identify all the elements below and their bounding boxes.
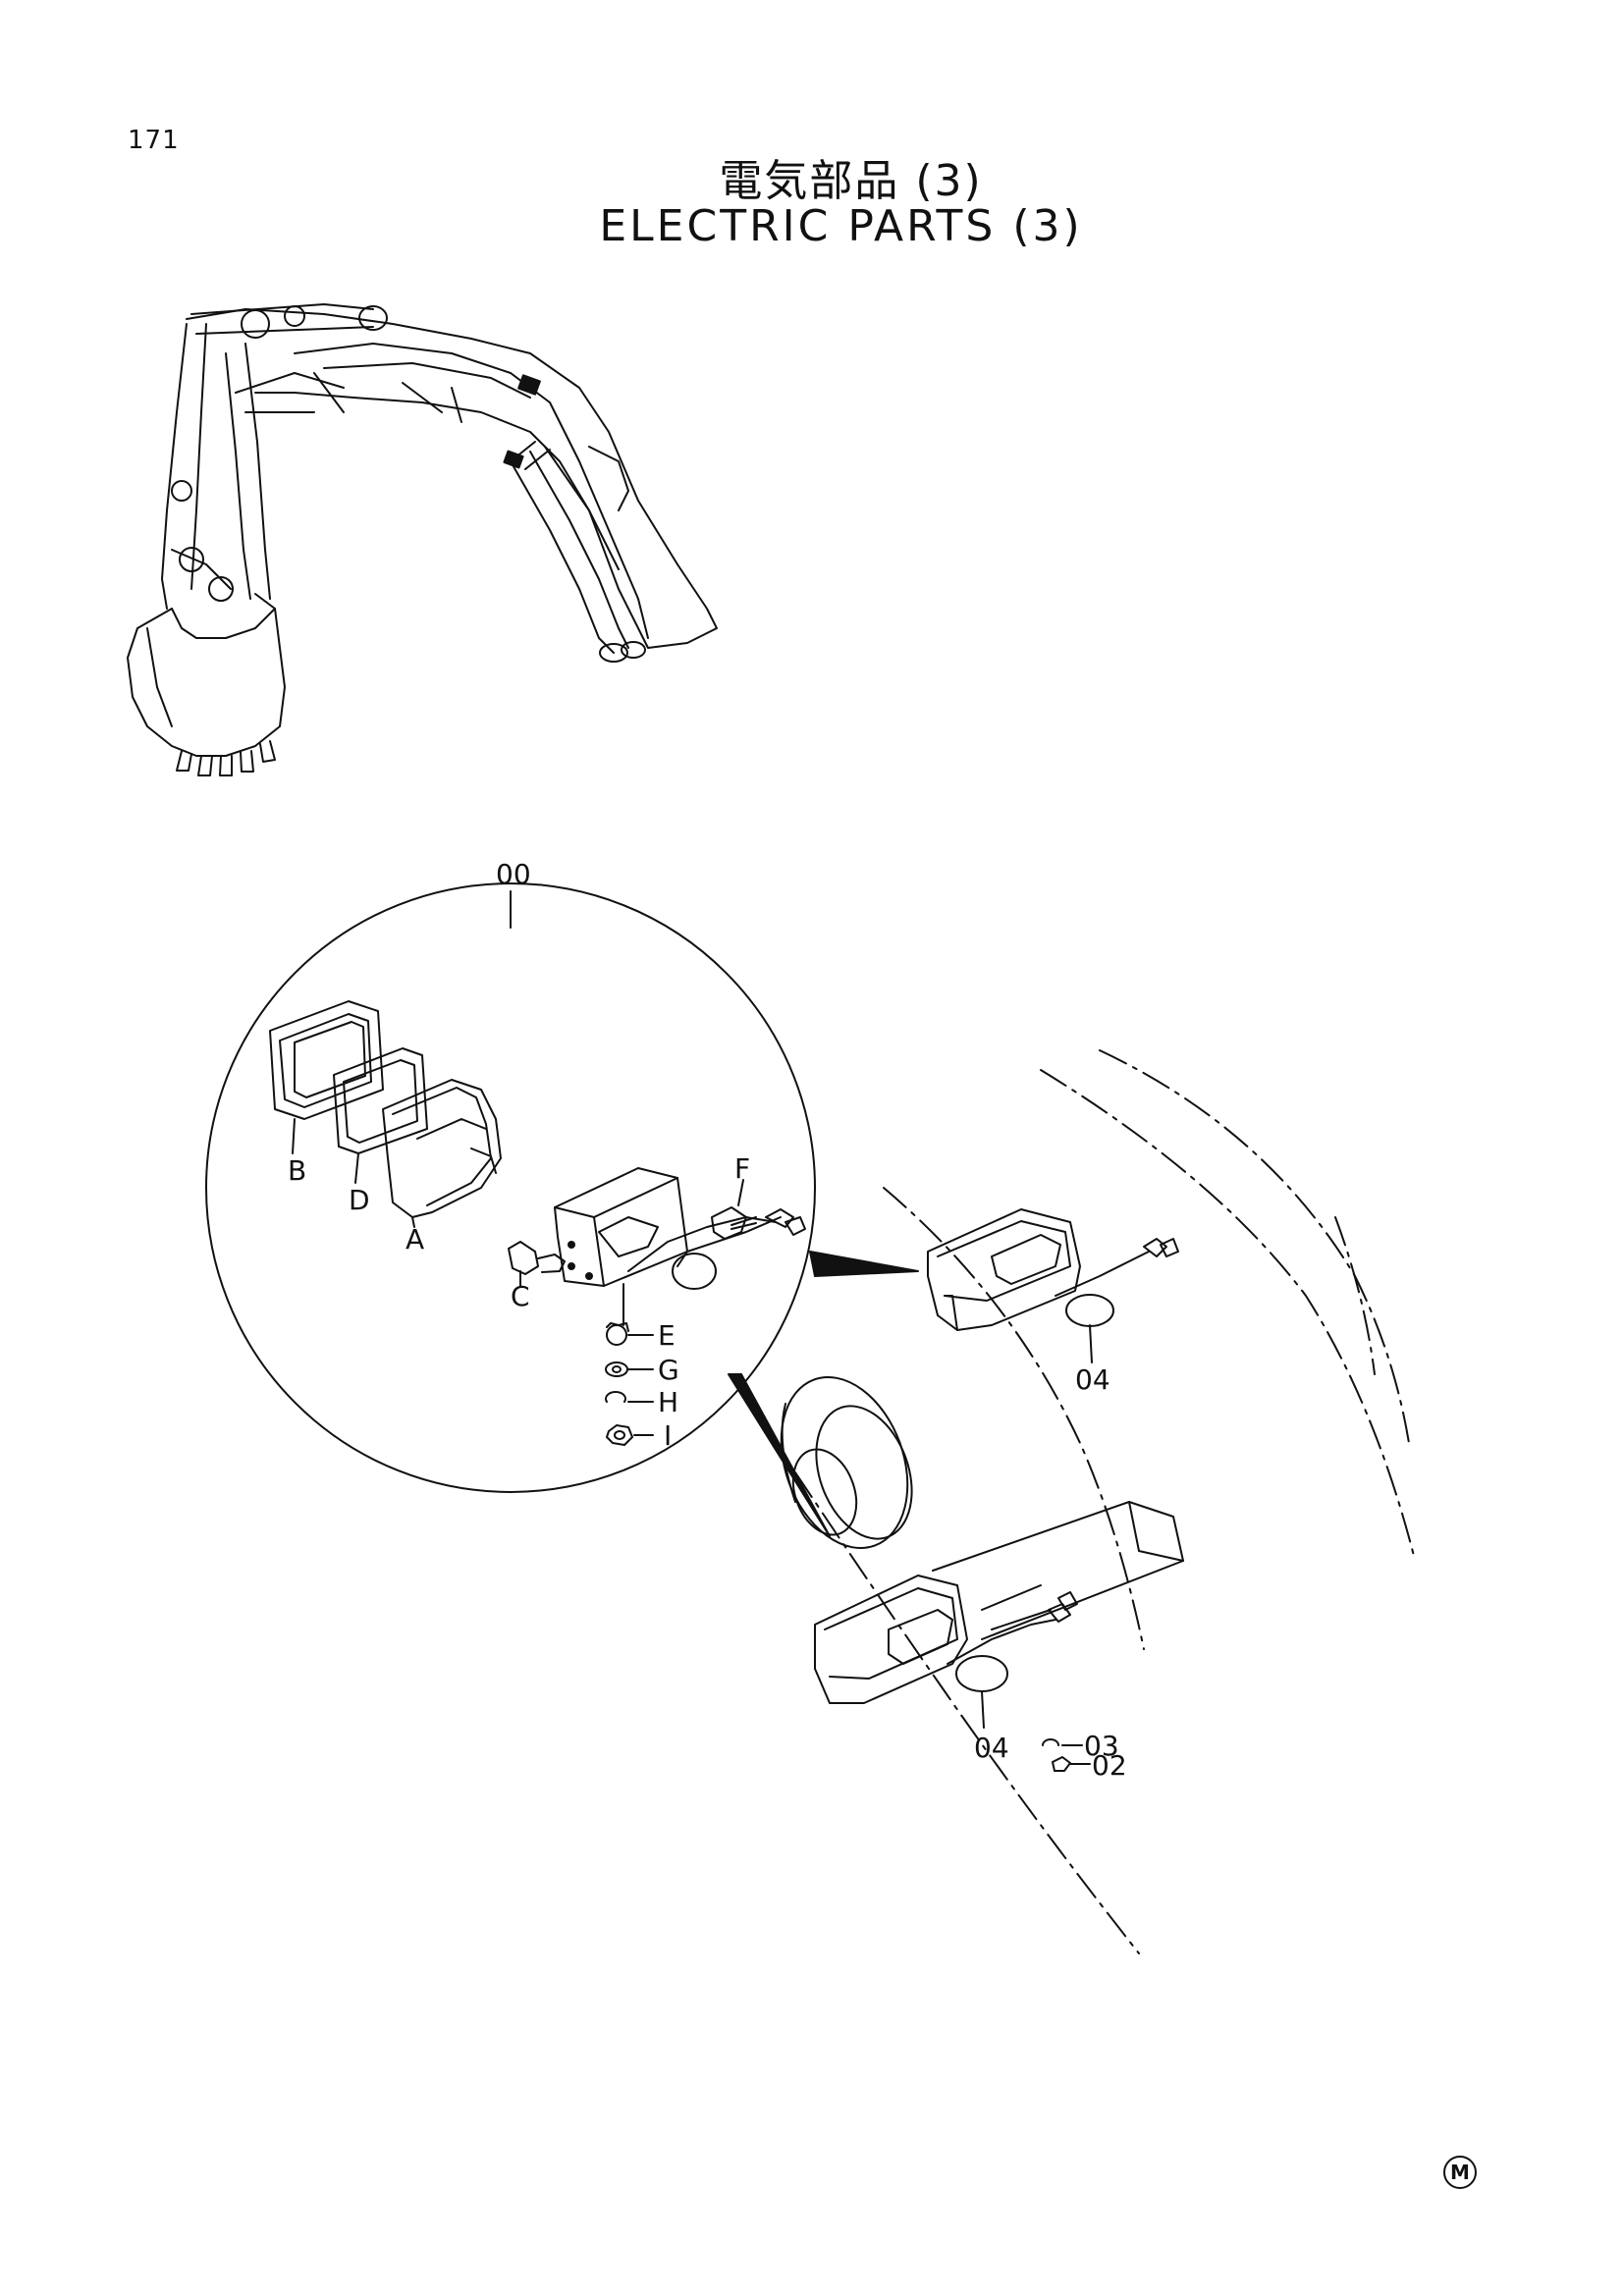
pointer-wedge-upper [809,1251,919,1277]
callout-04-lower: 04 [974,1732,1009,1764]
label-g: G [658,1354,679,1386]
label-h: H [658,1386,678,1418]
label-f: F [734,1152,750,1185]
pointer-wedge-lower [728,1373,831,1537]
callout-02: 02 [1092,1749,1127,1782]
machine-body-outline [794,1049,1415,1954]
label-d: D [349,1184,370,1216]
label-c: C [511,1280,530,1312]
assembly-detail-circle [205,882,816,1493]
page-number: 171 [128,126,180,155]
callout-00: 00 [496,858,531,890]
callout-04-upper: 04 [1075,1363,1110,1396]
work-lamp-lower [814,1501,1184,1772]
callout-03: 03 [1084,1730,1119,1762]
track-idler-illustration [780,1375,913,1550]
label-b: B [288,1154,306,1187]
excavator-boom-illustration [127,303,718,776]
label-a: A [406,1223,424,1255]
label-e: E [658,1319,676,1352]
work-lamp-upper [927,1208,1179,1363]
manufacturer-mark: M [1443,2156,1477,2189]
page-title-english: ELECTRIC PARTS (3) [599,201,1083,251]
label-i: I [664,1419,672,1452]
page-title-japanese: 電気部品 (3) [719,156,983,206]
exploded-lamp-parts [269,1000,806,1446]
